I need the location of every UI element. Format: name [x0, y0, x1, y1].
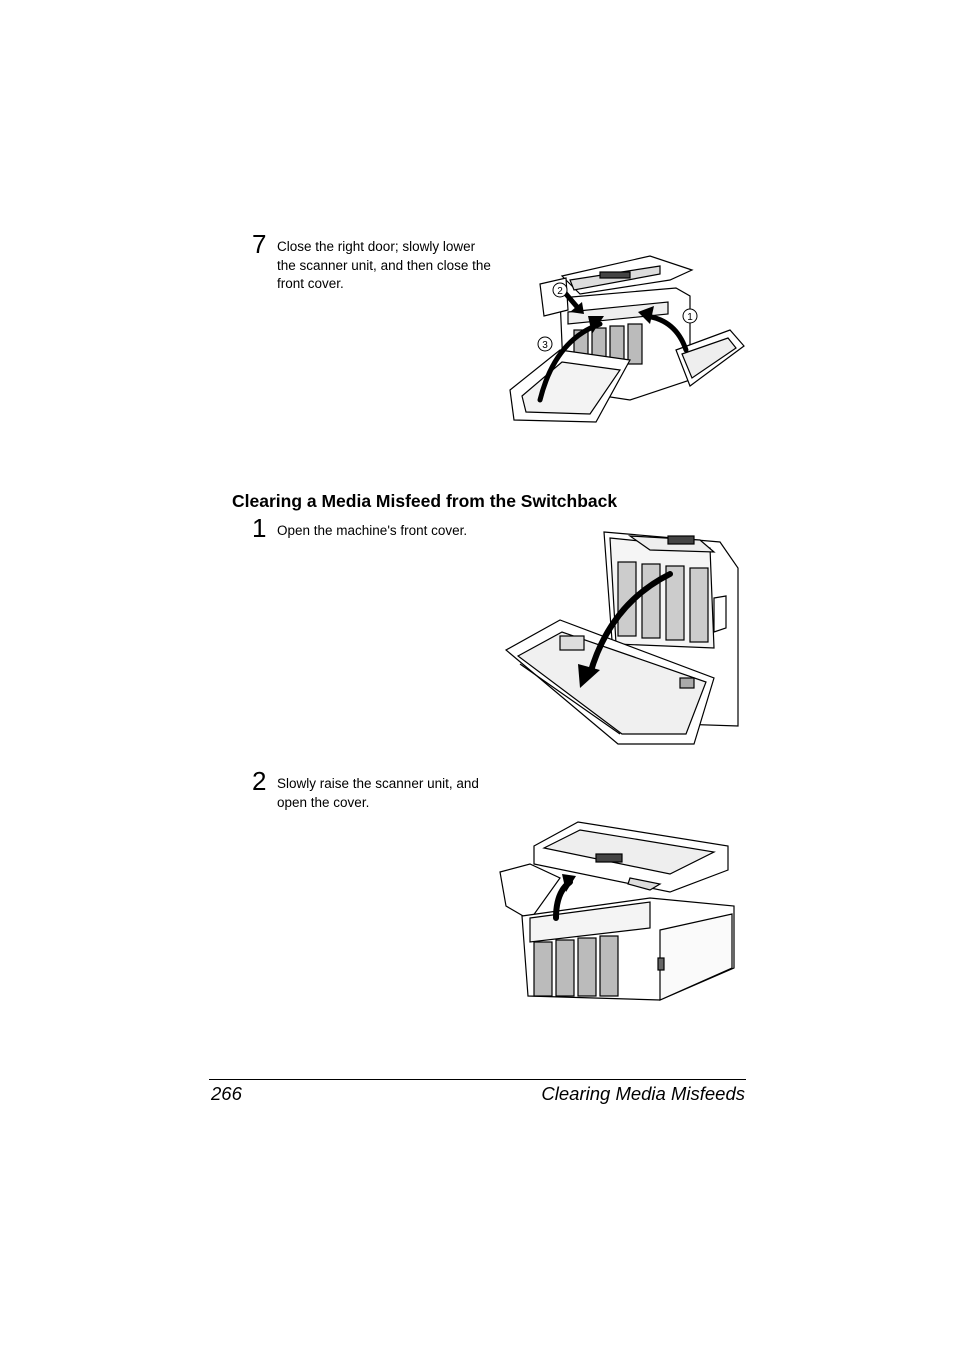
callout-label: 2	[557, 286, 563, 297]
scanner-raise-illustration	[499, 821, 735, 1001]
step-text: Open the machine's front cover.	[277, 523, 468, 538]
callout-label: 1	[687, 312, 693, 323]
callout-label: 3	[542, 340, 548, 351]
footer-title: Clearing Media Misfeeds	[541, 1083, 745, 1104]
page-number: 266	[211, 1083, 242, 1104]
section-heading: Clearing a Media Misfeed from the Switch…	[232, 491, 618, 511]
printer-close-illustration: 2 1 3	[509, 255, 745, 423]
step-text: Close the right door; slowly lower the s…	[277, 239, 491, 291]
footer-rule	[209, 1079, 746, 1080]
front-cover-open-illustration	[504, 531, 739, 745]
step-number: 7	[252, 229, 267, 259]
step-text: Slowly raise the scanner unit, and open …	[277, 776, 479, 810]
step-number: 2	[252, 766, 267, 796]
step-number: 1	[252, 513, 267, 543]
